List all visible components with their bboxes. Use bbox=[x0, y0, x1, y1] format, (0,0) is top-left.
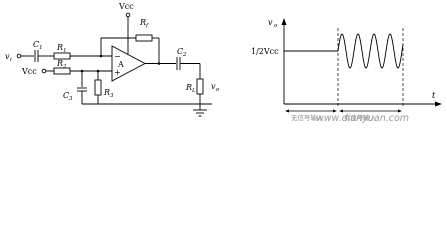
op-amp bbox=[111, 45, 146, 82]
figure-svg: v i C 1 R 1 Vcc R 2 C 3 bbox=[5, 2, 442, 124]
c1-label: C bbox=[33, 40, 39, 49]
watermark: www.dianyuan.com bbox=[316, 113, 409, 124]
level-label: 1/2Vcc bbox=[251, 47, 279, 56]
op-amp-minus: − bbox=[114, 52, 121, 61]
interval-with-signal bbox=[339, 109, 402, 113]
output-label: v bbox=[211, 82, 216, 91]
c2-label: C bbox=[177, 47, 183, 56]
svg-text:3: 3 bbox=[110, 93, 114, 99]
op-amp-plus: + bbox=[114, 68, 121, 77]
input-terminal bbox=[16, 53, 22, 59]
resistor-r3 bbox=[94, 79, 102, 96]
x-axis-arrow bbox=[435, 101, 442, 107]
r3-label: R bbox=[103, 88, 110, 97]
vcc-top-terminal bbox=[125, 12, 131, 18]
rf-label: R bbox=[139, 18, 146, 27]
svg-text:L: L bbox=[191, 88, 196, 94]
resistor-r2 bbox=[53, 67, 71, 75]
resistor-rl bbox=[196, 78, 204, 95]
interval-no-signal bbox=[285, 109, 337, 113]
capacitor-c1 bbox=[34, 50, 39, 62]
svg-text:o: o bbox=[216, 87, 220, 93]
svg-text:f: f bbox=[145, 23, 149, 29]
input-label: v bbox=[5, 52, 10, 61]
y-axis-label: v bbox=[268, 18, 273, 27]
capacitor-c3 bbox=[77, 87, 87, 92]
ground-symbol bbox=[193, 109, 207, 117]
resistor-rf bbox=[135, 34, 153, 42]
vcc-left-label: Vcc bbox=[21, 67, 37, 76]
caption-with-signal: 有信号输入 bbox=[344, 113, 377, 122]
op-amp-label: A bbox=[117, 60, 124, 69]
input-subscript: i bbox=[10, 57, 12, 63]
amplifier-circuit: v i C 1 R 1 Vcc R 2 C 3 bbox=[5, 2, 220, 117]
svg-text:1: 1 bbox=[63, 48, 67, 54]
rl-label: R bbox=[185, 83, 192, 92]
svg-text:1: 1 bbox=[39, 45, 43, 51]
r2-label: R bbox=[56, 59, 63, 68]
caption-no-signal: 无信号输入 bbox=[291, 113, 324, 122]
c3-label: C bbox=[63, 91, 69, 100]
vcc-top-label: Vcc bbox=[118, 2, 134, 11]
waveform-plot: v o t 1/2Vcc 无信号输入 有信号输入 bbox=[251, 18, 442, 122]
vcc-left-terminal bbox=[41, 68, 47, 74]
svg-text:3: 3 bbox=[69, 96, 73, 102]
svg-text:2: 2 bbox=[62, 64, 67, 70]
output-sine-wave bbox=[337, 33, 404, 69]
svg-text:o: o bbox=[274, 23, 278, 29]
r1-label: R bbox=[56, 43, 63, 52]
svg-text:2: 2 bbox=[182, 52, 187, 58]
x-axis-label: t bbox=[432, 91, 436, 100]
capacitor-c2 bbox=[176, 57, 181, 70]
y-axis-arrow bbox=[281, 18, 287, 25]
junction-output bbox=[157, 62, 161, 65]
figure: v i C 1 R 1 Vcc R 2 C 3 bbox=[5, 2, 442, 124]
